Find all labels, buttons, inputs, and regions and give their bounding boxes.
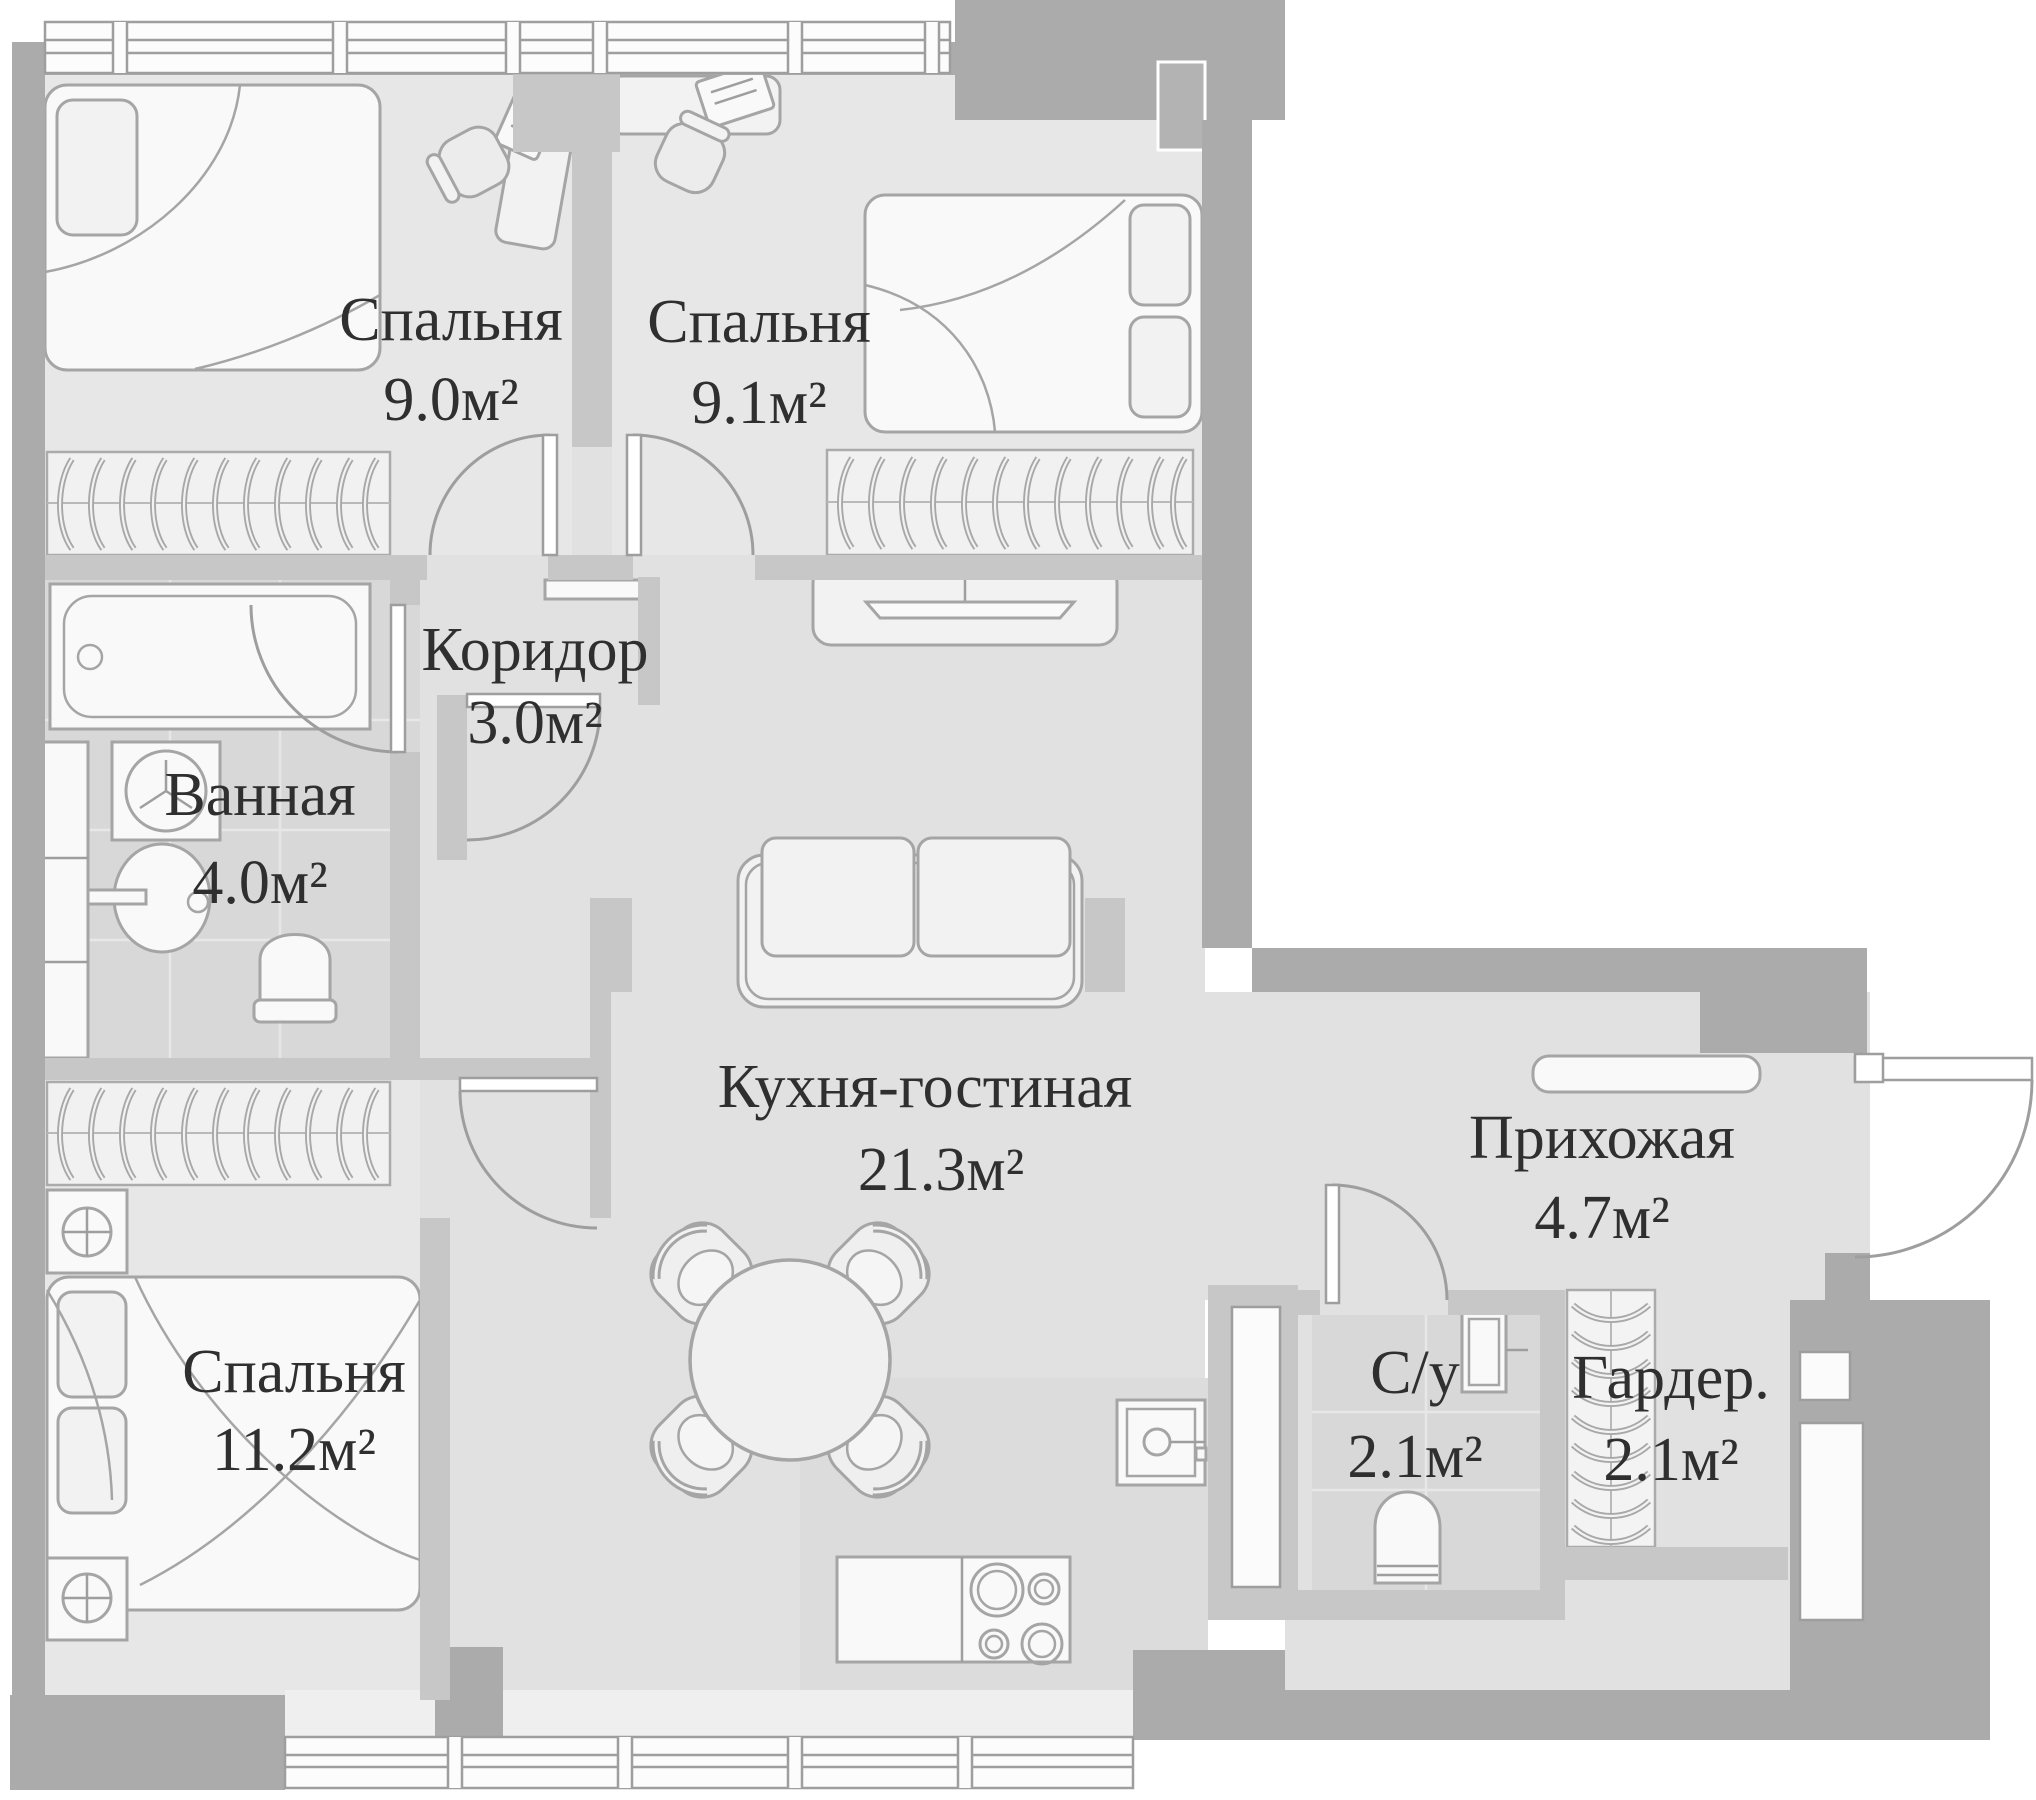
svg-text:11.2м²: 11.2м² <box>212 1416 376 1484</box>
svg-text:Коридор: Коридор <box>422 616 649 684</box>
window-top <box>43 20 952 75</box>
svg-text:3.0м²: 3.0м² <box>467 689 602 757</box>
kitchen-counter <box>835 1555 1072 1666</box>
bed-single-1 <box>43 83 382 372</box>
door-bathroom <box>249 603 407 754</box>
wardrobe-hangers-1 <box>45 450 392 557</box>
svg-text:Прихожая: Прихожая <box>1469 1104 1735 1172</box>
door-bedroom-2 <box>625 433 755 557</box>
room-label-bedroom-3: Спальня 11.2м² <box>182 1338 406 1484</box>
kitchen-sink <box>1115 1398 1208 1487</box>
svg-text:Спальня: Спальня <box>182 1338 406 1406</box>
svg-text:Спальня: Спальня <box>647 288 871 356</box>
toilet-bathroom <box>252 933 338 1024</box>
bed-double-3 <box>45 1275 422 1612</box>
door-wc <box>1324 1183 1449 1305</box>
window-bottom <box>283 1735 1135 1790</box>
toilet-wc <box>1373 1490 1442 1585</box>
door-bedroom-3 <box>458 1076 599 1230</box>
room-labels: Спальня 9.0м² Спальня 9.1м² Коридор 3.0м… <box>164 286 1769 1494</box>
tv-console <box>811 563 1119 647</box>
corridor-shelf <box>543 578 650 601</box>
wardrobe-hangers-2 <box>825 448 1195 557</box>
bed-single-2 <box>863 193 1204 434</box>
hallway-console <box>1531 1054 1762 1094</box>
svg-text:21.3м²: 21.3м² <box>858 1136 1024 1204</box>
bathroom-sink <box>86 842 212 954</box>
door-entrance <box>1853 1052 2034 1259</box>
room-label-bedroom-2: Спальня 9.1м² <box>647 288 871 437</box>
svg-text:Ванная: Ванная <box>164 761 355 829</box>
svg-text:4.7м²: 4.7м² <box>1534 1184 1669 1252</box>
dining-set <box>638 1210 941 1509</box>
nightstand-1 <box>45 1188 129 1275</box>
room-label-kitchen-living: Кухня-гостиная 21.3м² <box>718 1053 1132 1204</box>
svg-text:С/у: С/у <box>1370 1339 1460 1407</box>
svg-text:2.1м²: 2.1м² <box>1347 1423 1482 1491</box>
svg-text:Спальня: Спальня <box>339 286 563 354</box>
room-label-bathroom: Ванная 4.0м² <box>164 761 355 917</box>
door-corridor-living <box>465 692 602 842</box>
room-label-bedroom-1: Спальня 9.0м² <box>339 286 563 434</box>
svg-text:Кухня-гостиная: Кухня-гостиная <box>718 1053 1132 1121</box>
washing-machine-icon <box>110 740 222 842</box>
nightstand-2 <box>45 1556 129 1642</box>
svg-text:2.1м²: 2.1м² <box>1603 1426 1738 1494</box>
svg-text:9.1м²: 9.1м² <box>691 369 826 437</box>
wardrobe-rail <box>1565 1288 1657 1549</box>
wardrobe-hangers-3 <box>45 1080 392 1187</box>
door-bedroom-1 <box>428 433 559 557</box>
sofa <box>736 836 1084 1009</box>
room-label-wardrobe: Гардер. 2.1м² <box>1572 1344 1770 1494</box>
svg-text:Гардер.: Гардер. <box>1572 1344 1770 1412</box>
svg-text:9.0м²: 9.0м² <box>383 366 518 434</box>
bathtub <box>48 582 372 731</box>
svg-text:4.0м²: 4.0м² <box>192 849 327 917</box>
room-label-wc: С/у 2.1м² <box>1347 1339 1482 1491</box>
room-label-hallway: Прихожая 4.7м² <box>1469 1104 1735 1252</box>
room-label-corridor: Коридор 3.0м² <box>422 616 649 757</box>
